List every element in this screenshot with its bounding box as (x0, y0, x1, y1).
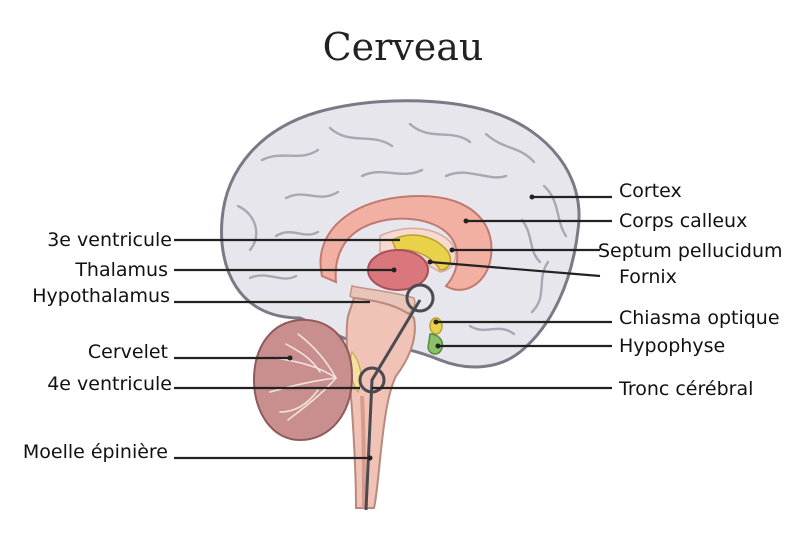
brainstem-shape (347, 298, 415, 508)
label-fourth-ventricle: 4e ventricule (47, 373, 172, 395)
label-septum-pellucidum: Septum pellucidum (598, 240, 783, 262)
label-cerebellum: Cervelet (88, 341, 168, 363)
label-optic-chiasm: Chiasma optique (619, 307, 780, 329)
label-brainstem: Tronc cérébral (618, 378, 753, 400)
label-third-ventricle: 3e ventricule (47, 229, 172, 251)
label-fornix: Fornix (619, 266, 677, 288)
diagram-title: Cerveau (323, 25, 484, 69)
label-cortex: Cortex (619, 180, 682, 202)
labels-left: 3e ventricule Thalamus Hypothalamus Cerv… (23, 229, 172, 463)
label-corpus-callosum: Corps calleux (619, 210, 747, 232)
labels-right: Cortex Corps calleux Septum pellucidum F… (598, 180, 783, 400)
spinal-cord-core (362, 396, 364, 508)
label-thalamus: Thalamus (74, 259, 168, 281)
label-spinal-cord: Moelle épinière (23, 441, 168, 463)
label-pituitary: Hypophyse (619, 335, 725, 357)
label-hypothalamus: Hypothalamus (32, 285, 170, 307)
brain-illustration (222, 101, 580, 510)
